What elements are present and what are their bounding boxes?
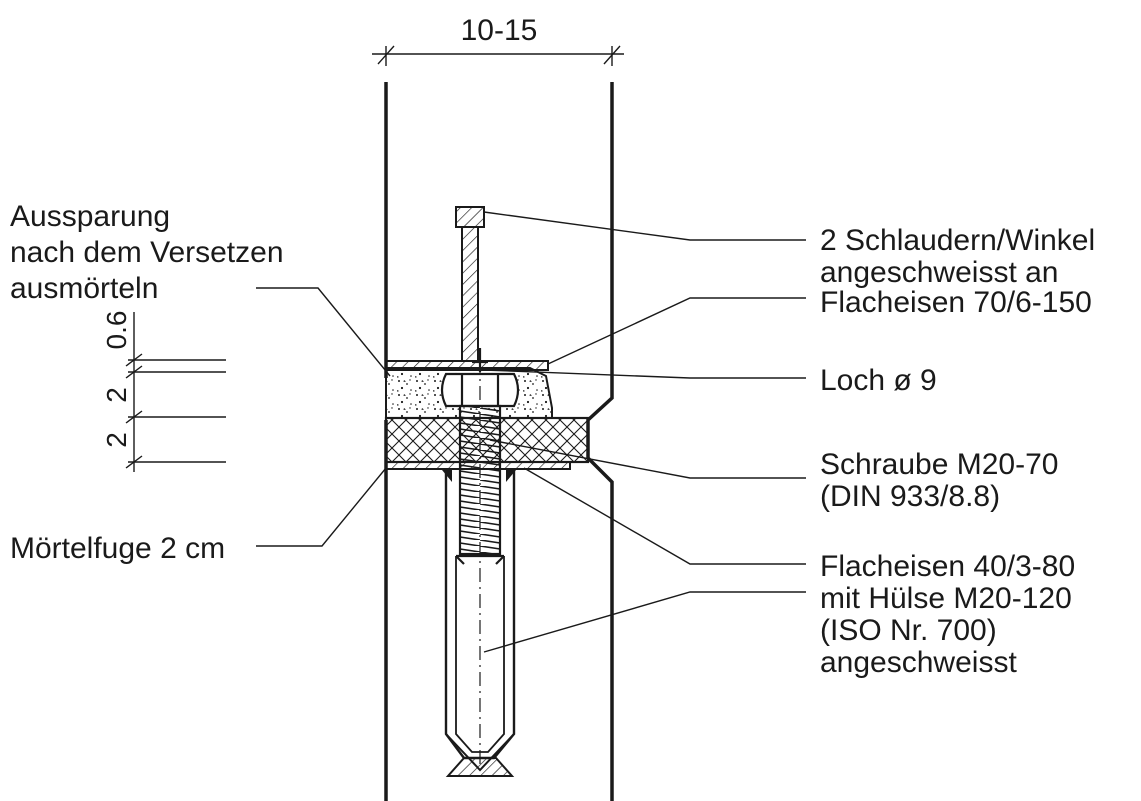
label-bolt-line-1: Schraube M20-70 [820, 448, 1058, 481]
upper-flat-bar [385, 360, 549, 371]
bolt-shank [458, 404, 502, 556]
label-flat-bar-line-3: (ISO Nr. 700) [820, 614, 997, 647]
label-flat-bar: Flacheisen 40/3-80 mit Hülse M20-120 (IS… [820, 550, 1075, 679]
layer-mid-label: 2 [101, 387, 132, 403]
label-bolt: Schraube M20-70 (DIN 933/8.8) [820, 448, 1058, 513]
label-anchors-line-2: angeschweisst an [820, 256, 1058, 289]
label-anchors-line-1: 2 Schlaudern/Winkel [820, 224, 1095, 257]
label-recess-line-3: ausmörteln [10, 272, 158, 305]
label-bolt-line-2: (DIN 933/8.8) [820, 480, 1000, 513]
label-mortar-joint: Mörtelfuge 2 cm [10, 532, 225, 565]
label-recess-line-2: nach dem Versetzen [10, 236, 284, 269]
label-recess-line-1: Aussparung [10, 200, 170, 233]
label-recess: Aussparung nach dem Versetzen ausmörteln [10, 200, 284, 305]
sleeve [444, 470, 516, 777]
label-hole: Loch ø 9 [820, 364, 937, 397]
layer-bottom-label: 2 [101, 432, 132, 448]
anchor-rod [455, 206, 485, 362]
width-dimension-label: 10-15 [461, 14, 538, 47]
label-anchors-line-3: Flacheisen 70/6-150 [820, 286, 1092, 319]
label-flat-bar-line-4: angeschweisst [820, 646, 1017, 679]
label-flat-bar-line-1: Flacheisen 40/3-80 [820, 550, 1075, 583]
width-dimension: 10-15 [372, 14, 624, 66]
layer-top-label: 0.6 [101, 311, 132, 350]
label-anchors: 2 Schlaudern/Winkel angeschweisst an Fla… [820, 224, 1095, 319]
layer-dimensions: 0.6 2 2 [101, 311, 226, 472]
label-flat-bar-line-2: mit Hülse M20-120 [820, 582, 1072, 615]
leader-lines [256, 211, 806, 653]
